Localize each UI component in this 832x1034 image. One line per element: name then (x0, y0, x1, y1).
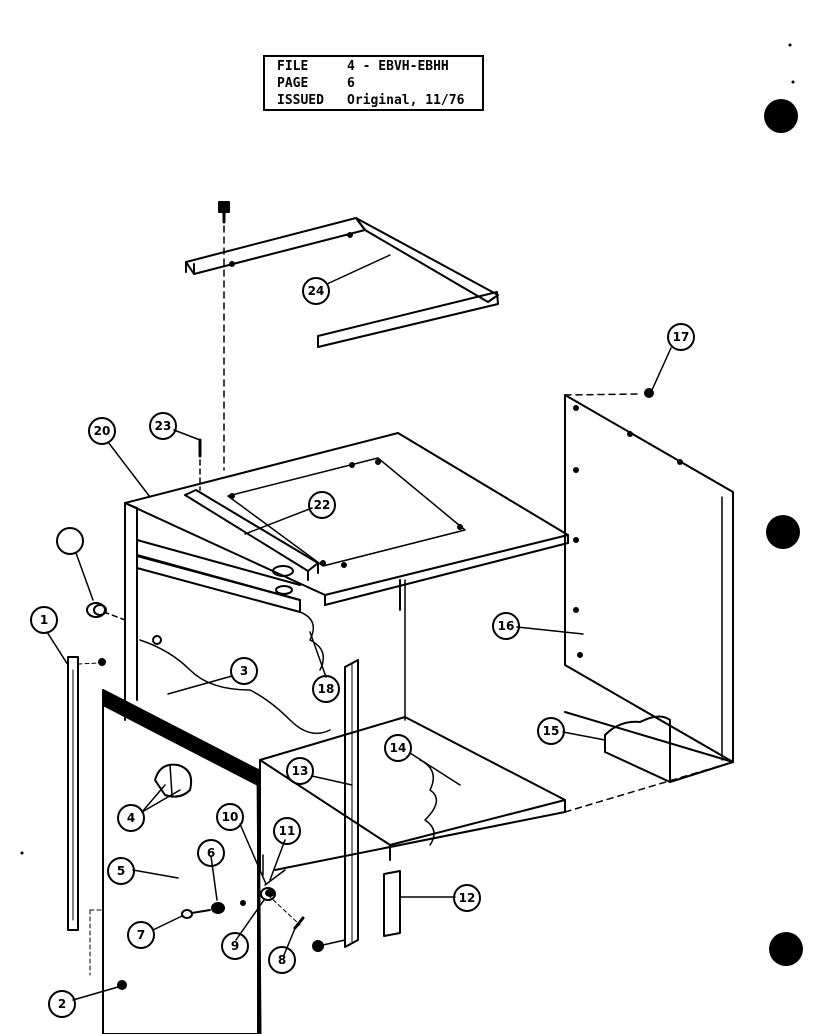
callout-9 (221, 932, 249, 960)
callout-label-17: 17 (673, 330, 690, 344)
callout-24 (56, 527, 84, 555)
callout-21 (308, 491, 336, 519)
callout-label-10: 10 (222, 810, 239, 824)
callout-label-22: 23 (155, 419, 172, 433)
callout-label-5: 5 (117, 864, 125, 878)
callout-3 (230, 657, 258, 685)
callout-6 (197, 839, 225, 867)
callout-label-15: 15 (543, 724, 560, 738)
file-row: FILE 4 - EBVH-EBHH (277, 59, 449, 74)
callout-label-20: 20 (94, 424, 111, 438)
grommet-part-24 (86, 602, 126, 621)
callout-label-21: 22 (314, 498, 331, 512)
cabinet-top-part-20 (124, 432, 569, 606)
callout-label-4: 4 (127, 811, 135, 825)
file-label: FILE (277, 59, 309, 74)
screw-part-2 (117, 980, 127, 990)
callout-11 (273, 817, 301, 845)
callout-label-9: 9 (231, 939, 239, 953)
callout-label-12: 12 (459, 891, 476, 905)
callout-14 (384, 734, 412, 762)
callout-10 (216, 803, 244, 831)
punch-hole (764, 99, 798, 133)
callout-label-23: 24 (308, 284, 325, 298)
callout-label-18: 18 (318, 682, 335, 696)
page-value: 6 (347, 76, 355, 91)
punch-hole (766, 515, 800, 549)
callout-2 (48, 990, 76, 1018)
punch-hole (769, 932, 803, 966)
screw-part-17 (644, 388, 654, 398)
front-panel-part-5 (89, 689, 262, 1034)
side-panel-part-16 (564, 393, 734, 813)
top-frame-part-23 (185, 217, 499, 348)
callout-16 (492, 612, 520, 640)
callout-22 (149, 412, 177, 440)
callout-17 (667, 323, 695, 351)
callout-18 (312, 675, 340, 703)
page-row: PAGE 6 (277, 76, 355, 91)
issued-value: Original, 11/76 (347, 93, 465, 108)
callout-8 (268, 946, 296, 974)
callout-7 (127, 921, 155, 949)
callout-label-3: 3 (240, 664, 248, 678)
callout-label-8: 8 (278, 953, 286, 967)
callout-4 (117, 804, 145, 832)
strip-part-21 (184, 489, 319, 581)
callout-label-11: 11 (279, 824, 296, 838)
callout-label-16: 16 (498, 619, 515, 633)
hinge-part-1 (67, 656, 106, 931)
callout-20 (88, 417, 116, 445)
callout-circles (30, 277, 695, 1018)
issued-label: ISSUED (277, 93, 324, 108)
bracket-part-12 (383, 870, 401, 937)
callout-1 (30, 606, 58, 634)
issued-row: ISSUED Original, 11/76 (277, 93, 464, 108)
callout-label-13: 13 (292, 764, 309, 778)
callout-label-7: 7 (137, 928, 145, 942)
callout-23 (302, 277, 330, 305)
file-info-box: FILE 4 - EBVH-EBHH PAGE 6 ISSUED Original, … (263, 55, 484, 111)
callout-13 (286, 757, 314, 785)
callout-5 (107, 857, 135, 885)
file-value: 4 - EBVH-EBHH (347, 59, 449, 74)
callout-label-2: 2 (58, 997, 66, 1011)
page-label: PAGE (277, 76, 309, 91)
control-parts (181, 854, 301, 926)
callout-label-1: 1 (40, 613, 48, 627)
callout-label-14: 14 (390, 741, 407, 755)
callout-label-6: 6 (207, 846, 215, 860)
callout-12 (453, 884, 481, 912)
leader-lines (46, 254, 672, 1001)
callout-15 (537, 717, 565, 745)
screw-top (218, 201, 230, 471)
strip-part-13 (312, 659, 359, 952)
